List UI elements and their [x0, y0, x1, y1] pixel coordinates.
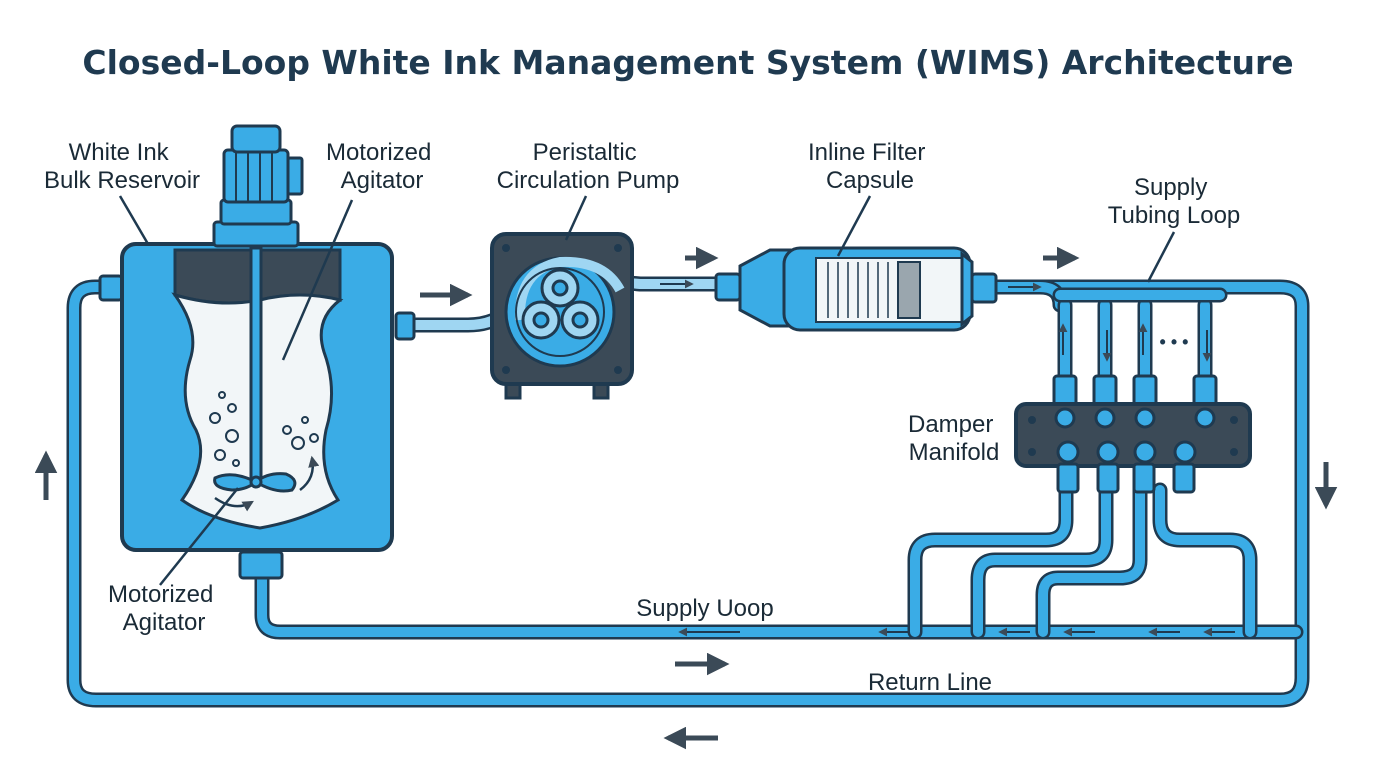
ink-bubbles — [209, 391, 319, 467]
pipe-flow-markers — [660, 279, 1235, 637]
flow-arrows — [34, 246, 1338, 750]
agitator-bottom-label: Motorized Agitator — [108, 581, 220, 636]
manifold-block — [1014, 402, 1252, 468]
filter-label: Inline Filter Capsule — [808, 139, 932, 194]
manifold-bottom-fittings — [1056, 462, 1196, 494]
damper-manifold: • • • — [1014, 332, 1252, 494]
manifold-drops — [1052, 287, 1228, 388]
leader-lines — [118, 195, 1176, 586]
manifold-returns — [907, 482, 1258, 640]
return-line-label: Return Line — [868, 669, 992, 696]
labels: White Ink Bulk Reservoir Motorized Agita… — [44, 139, 1240, 696]
agitator-shaft — [249, 246, 263, 482]
agitator-motor — [212, 124, 304, 248]
reservoir-label: White Ink Bulk Reservoir — [44, 139, 200, 194]
manifold-top-fittings — [1052, 374, 1218, 408]
supply-tubing-label: Supply Tubing Loop — [1108, 174, 1241, 229]
supply-loop-label: Supply Uoop — [636, 595, 773, 622]
inline-filter-capsule — [714, 246, 998, 332]
agitator-top-label: Motorized Agitator — [326, 139, 438, 194]
manifold-label: Damper Manifold — [908, 411, 1000, 466]
manifold-ellipsis: • • • — [1160, 332, 1189, 352]
filter-pleats — [827, 262, 889, 318]
pipes — [66, 270, 1310, 708]
pump-label: Peristaltic Circulation Pump — [497, 139, 680, 194]
supply-loop-pipe — [254, 562, 1304, 640]
peristaltic-pump — [490, 232, 634, 400]
white-ink-reservoir — [98, 242, 416, 580]
diagram-title: Closed-Loop White Ink Management System … — [82, 43, 1293, 82]
